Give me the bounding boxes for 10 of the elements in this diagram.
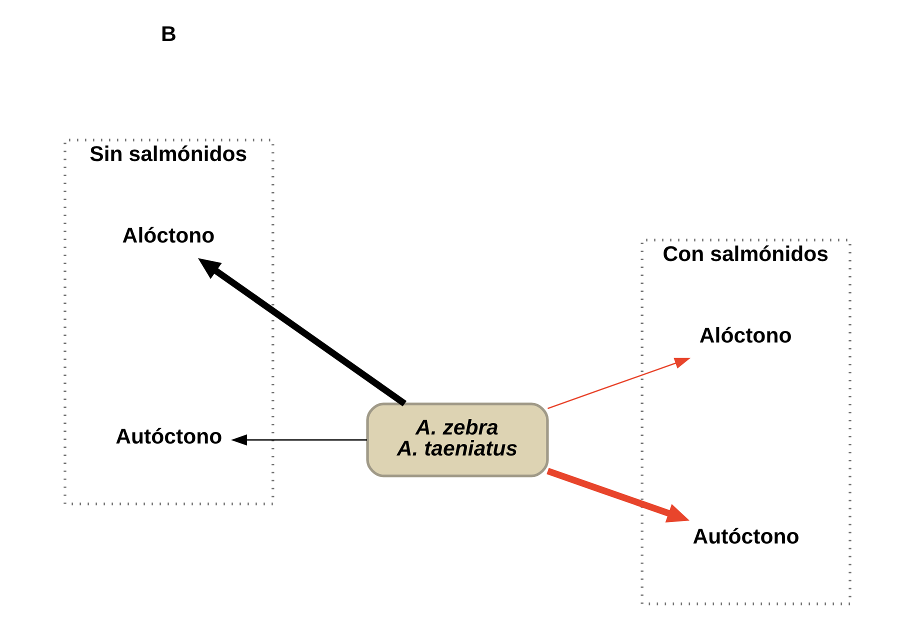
label: B [160, 22, 176, 46]
arrow [198, 258, 407, 406]
node-text: Alóctono [699, 323, 792, 348]
arrow [231, 434, 367, 446]
arrow [546, 468, 690, 522]
node-text: Alóctono [122, 223, 215, 248]
arrow [548, 358, 691, 410]
node-text: Autóctono [116, 424, 222, 449]
node-text: Autóctono [692, 524, 800, 549]
node-box: A. zebra A. taeniatus [366, 402, 549, 478]
